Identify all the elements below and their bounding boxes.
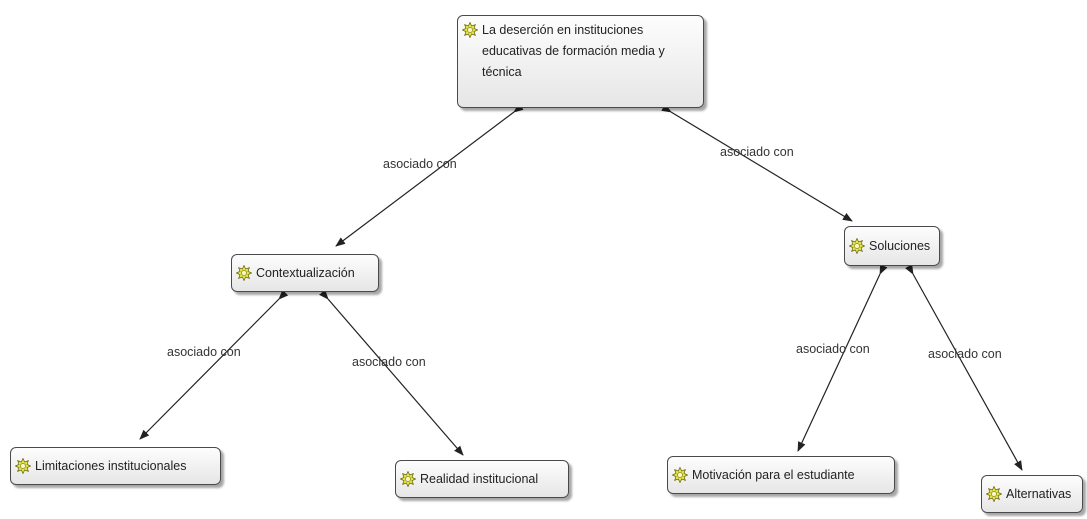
- edge-label-contextualizacion-realidad: asociado con: [352, 355, 426, 369]
- edge-contextualizacion-realidad: [319, 289, 464, 456]
- concept-node-motivacion[interactable]: Motivación para el estudiante: [667, 456, 895, 494]
- edge-root-soluciones: [661, 103, 853, 222]
- concept-star-icon: [672, 467, 688, 483]
- concept-node-contextualizacion[interactable]: Contextualización: [231, 254, 379, 292]
- concept-node-root[interactable]: La deserción en instituciones educativas…: [457, 15, 704, 108]
- concept-star-icon: [462, 22, 478, 38]
- concept-star-icon: [849, 238, 865, 254]
- concept-node-alternativas-label: Alternativas: [1006, 487, 1072, 501]
- edge-label-root-contextualizacion: asociado con: [383, 157, 457, 171]
- edge-label-contextualizacion-limitaciones: asociado con: [167, 345, 241, 359]
- concept-node-motivacion-label: Motivación para el estudiante: [692, 468, 855, 482]
- concept-node-contextualizacion-label: Contextualización: [256, 266, 355, 280]
- edge-soluciones-motivacion: [797, 264, 888, 452]
- edge-label-soluciones-motivacion: asociado con: [796, 342, 870, 356]
- edge-root-contextualizacion: [335, 103, 524, 247]
- concept-star-icon: [986, 486, 1002, 502]
- concept-node-soluciones-label: Soluciones: [869, 239, 931, 253]
- concept-node-root-label: La deserción en instituciones educativas…: [482, 23, 665, 79]
- concept-node-realidad[interactable]: Realidad institucional: [395, 460, 569, 498]
- concept-star-icon: [236, 265, 252, 281]
- edge-label-root-soluciones: asociado con: [720, 145, 794, 159]
- concept-node-limitaciones[interactable]: Limitaciones institucionales: [10, 447, 221, 485]
- concept-node-realidad-label: Realidad institucional: [420, 472, 539, 486]
- edge-label-soluciones-alternativas: asociado con: [928, 347, 1002, 361]
- concept-node-limitaciones-label: Limitaciones institucionales: [35, 459, 187, 473]
- concept-star-icon: [400, 471, 416, 487]
- concept-node-alternativas[interactable]: Alternativas: [981, 475, 1083, 513]
- concept-node-soluciones[interactable]: Soluciones: [844, 226, 940, 266]
- concept-star-icon: [15, 458, 31, 474]
- edge-contextualizacion-limitaciones: [139, 289, 289, 440]
- edge-soluciones-alternativas: [905, 264, 1023, 471]
